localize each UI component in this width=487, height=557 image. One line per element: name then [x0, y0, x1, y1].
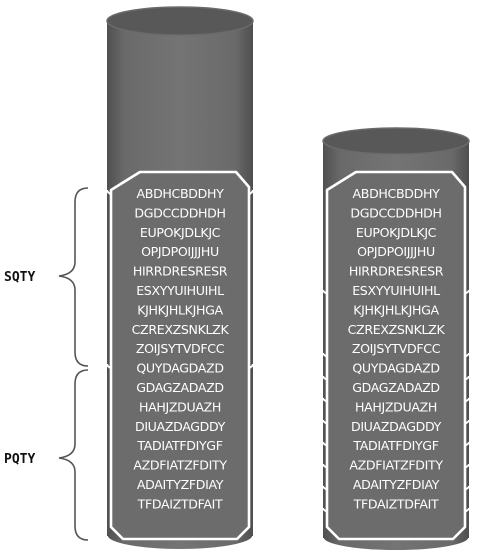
- left-stack-line: CZREXZSNKLZK: [132, 322, 230, 337]
- left-stack-line: TFDAIZTDFAIT: [137, 496, 223, 511]
- left-stack-line: AZDFIATZFDITY: [133, 458, 227, 473]
- left-sequence-lines: ABDHCBDDHY DGDCCDDHDH EUPOKJDLKJC OPJDPOIJJ…: [132, 186, 230, 511]
- sqty-bracket-group: SQTY: [4, 187, 89, 367]
- pqty-label: PQTY: [4, 452, 35, 467]
- left-seam-3: [106, 535, 254, 551]
- right-stack-line: HAHJZDUAZH: [355, 399, 437, 414]
- right-stack-line: ADAITYZFDIAY: [353, 477, 440, 492]
- left-stack-line: OPJDPOIJJJHU: [141, 244, 219, 259]
- left-stack-line: TADIATFDIYGF: [136, 438, 222, 453]
- left-stack-line: HAHJZDUAZH: [139, 399, 221, 414]
- pqty-bracket-group: PQTY: [4, 369, 89, 541]
- sqty-bracket: [58, 187, 89, 367]
- right-stack-line: TFDAIZTDFAIT: [353, 496, 439, 511]
- left-stack-line: ADAITYZFDIAY: [137, 477, 224, 492]
- right-stack-line: ZOIJSYTVDFCC: [352, 341, 441, 356]
- pqty-bracket: [58, 369, 89, 541]
- left-stack-line: GDAGZADAZD: [136, 380, 224, 395]
- right-stack-line: ESXYYUIHUIHL: [352, 283, 440, 298]
- right-stack-line: ABDHCBDDHY: [353, 186, 441, 201]
- right-stack-line: HIRRDRESRESR: [349, 264, 444, 279]
- left-text-frame: [109, 170, 251, 541]
- left-stack-line: DIUAZDAGDDY: [135, 419, 226, 434]
- left-stack-line: HIRRDRESRESR: [133, 264, 228, 279]
- right-sequence-lines: ABDHCBDDHY DGDCCDDHDH EUPOKJDLKJC OPJDPOIJJ…: [348, 186, 446, 511]
- left-stack-line: ESXYYUIHUIHL: [136, 283, 224, 298]
- left-stack-line: EUPOKJDLKJC: [140, 225, 221, 240]
- right-seam-10: [322, 537, 470, 552]
- left-cylinder-top: [106, 6, 254, 36]
- right-stack-line: OPJDPOIJJJHU: [357, 244, 435, 259]
- right-cylinder-top: [322, 127, 470, 155]
- right-text-frame: [325, 170, 467, 541]
- sqty-label: SQTY: [4, 270, 35, 285]
- right-stack-line: DGDCCDDHDH: [350, 205, 441, 220]
- right-stack-line: GDAGZADAZD: [352, 380, 440, 395]
- right-stack-line: CZREXZSNKLZK: [348, 322, 446, 337]
- left-cylinder: ABDHCBDDHY DGDCCDDHDH EUPOKJDLKJC OPJDPOIJJ…: [106, 6, 254, 551]
- left-stack-line: QUYDAGDAZD: [136, 361, 223, 376]
- left-stack-line: ABDHCBDDHY: [137, 186, 225, 201]
- right-stack-line: AZDFIATZFDITY: [349, 458, 443, 473]
- left-stack-line: KJHKJHLKJHGA: [137, 302, 223, 317]
- right-stack-line: TADIATFDIYGF: [352, 438, 438, 453]
- right-stack-line: KJHKJHLKJHGA: [353, 302, 439, 317]
- right-stack-line: DIUAZDAGDDY: [351, 419, 442, 434]
- left-stack-line: ZOIJSYTVDFCC: [136, 341, 225, 356]
- right-stack-line: EUPOKJDLKJC: [356, 225, 437, 240]
- right-stack-line: QUYDAGDAZD: [352, 361, 439, 376]
- left-stack-line: DGDCCDDHDH: [134, 205, 225, 220]
- right-cylinder: ABDHCBDDHY DGDCCDDHDH EUPOKJDLKJC OPJDPOIJJ…: [322, 127, 470, 552]
